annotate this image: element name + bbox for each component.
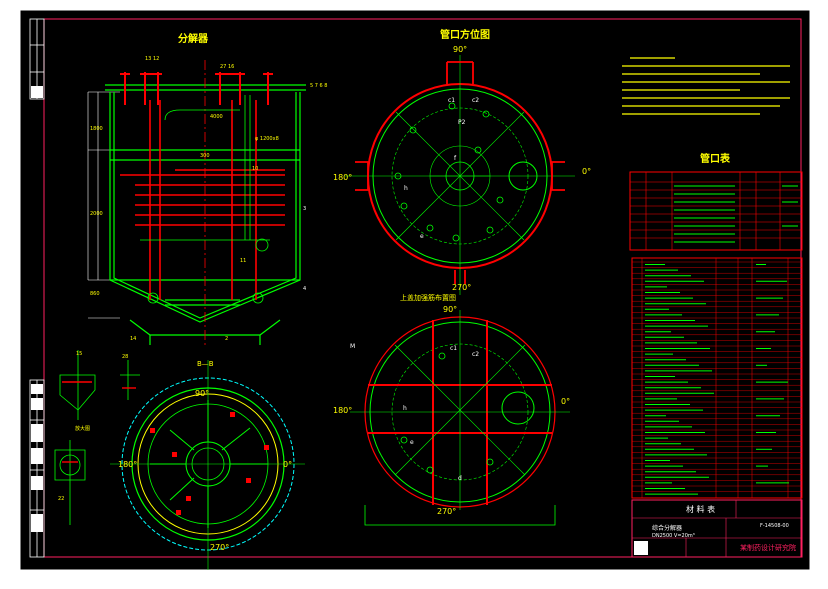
svg-text:c2: c2 <box>472 351 479 358</box>
svg-text:h: h <box>404 185 408 192</box>
svg-text:c1: c1 <box>450 345 457 352</box>
materials-table-title: 材 料 表 <box>686 504 715 514</box>
svg-text:22: 22 <box>58 496 64 502</box>
svg-text:3: 3 <box>303 206 306 212</box>
title-block-name: 综合分解器 <box>652 524 682 532</box>
svg-text:d: d <box>458 475 462 482</box>
svg-text:c1: c1 <box>448 97 455 104</box>
svg-text:P2: P2 <box>458 119 466 126</box>
svg-text:φ 1200x8: φ 1200x8 <box>255 136 279 142</box>
svg-text:300: 300 <box>200 153 210 159</box>
nozzle-orientation-title: 管口方位图 <box>440 28 490 41</box>
svg-text:27 16: 27 16 <box>220 64 234 70</box>
nozzle-orientation-view: 管口方位图 <box>333 28 591 295</box>
nozzle-angle-180: 180° <box>333 173 352 182</box>
section-angle-270: 270° <box>210 543 229 552</box>
nozzle-table-title: 管口表 <box>700 152 731 165</box>
detail-views: 15 28 放大图 22 <box>54 350 140 525</box>
svg-text:2: 2 <box>225 336 228 342</box>
cover-plate-view: 上盖加强筋布置图 <box>333 293 570 526</box>
nozzle-angle-90: 90° <box>453 45 467 54</box>
svg-text:10: 10 <box>252 166 258 172</box>
plate-angle-270: 270° <box>437 507 456 516</box>
svg-text:28: 28 <box>122 354 128 360</box>
technical-notes <box>622 57 790 115</box>
svg-text:1800: 1800 <box>90 126 103 132</box>
svg-text:e: e <box>420 233 424 240</box>
plate-angle-0: 0° <box>561 397 570 406</box>
svg-text:5 7 6 8: 5 7 6 8 <box>310 83 328 89</box>
svg-text:c2: c2 <box>472 97 479 104</box>
cover-plate-title: 上盖加强筋布置图 <box>400 293 456 302</box>
title-block-spec: DN2500 V=20m³ <box>652 533 695 539</box>
section-angle-0: 0° <box>283 460 292 469</box>
plate-angle-90: 90° <box>443 305 457 314</box>
binding-mark <box>31 86 43 98</box>
nozzle-angle-0: 0° <box>582 167 591 176</box>
separator-elevation: 13 12 27 16 5 7 6 8 1800 2000 860 300 40… <box>87 32 328 368</box>
svg-text:11: 11 <box>240 258 246 264</box>
title-block: 综合分解器 DN2500 V=20m³ F-14508-00 某制药设计研究院 <box>631 499 803 558</box>
binding-blocks <box>31 384 43 532</box>
sheet-border <box>19 9 811 571</box>
svg-text:2000: 2000 <box>90 211 103 217</box>
design-institute: 某制药设计研究院 <box>740 543 796 552</box>
svg-text:4: 4 <box>303 286 306 292</box>
svg-text:15: 15 <box>76 351 82 357</box>
svg-text:13 12: 13 12 <box>145 56 159 62</box>
svg-text:14: 14 <box>130 336 136 342</box>
nozzle-angle-270: 270° <box>452 283 471 292</box>
separator-title: 分解器 <box>178 32 209 45</box>
nozzle-table: 管口表 <box>629 152 803 251</box>
materials-table: 材 料 表 <box>631 257 803 514</box>
section-angle-90: 90° <box>195 389 209 398</box>
svg-text:4000: 4000 <box>210 114 223 120</box>
svg-text:M: M <box>350 343 355 350</box>
svg-text:h: h <box>403 405 407 412</box>
title-block-drawing-no: F-14508-00 <box>760 523 789 529</box>
section-mark: B—B <box>197 360 214 368</box>
section-plan-view: 90° 180° 0° 270° <box>110 360 305 570</box>
svg-text:f: f <box>454 155 457 162</box>
section-angle-180: 180° <box>118 460 137 469</box>
svg-text:860: 860 <box>90 291 100 297</box>
drawing-frame <box>43 18 802 558</box>
plate-angle-180: 180° <box>333 406 352 415</box>
svg-text:e: e <box>410 439 414 446</box>
svg-text:放大图: 放大图 <box>75 425 90 432</box>
